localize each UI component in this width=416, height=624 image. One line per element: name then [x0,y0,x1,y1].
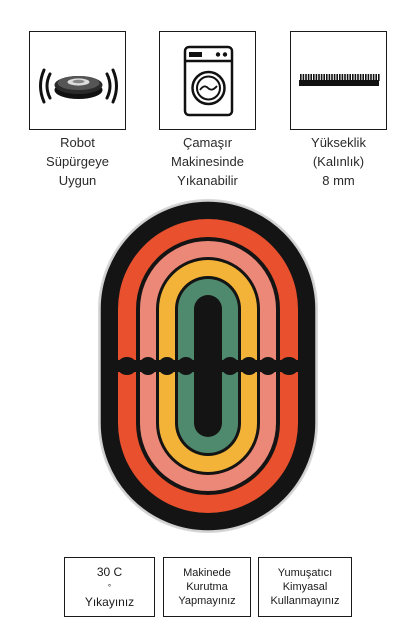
label-line: 8 mm [322,173,355,188]
care-line: Kimyasal [282,581,328,593]
oval-rug-image [98,199,318,533]
label-line: Yükseklik [311,135,366,150]
care-line: Makinede [183,567,231,579]
label-line: (Kalınlık) [312,154,365,169]
robot-vacuum-box [29,31,126,130]
wash-temperature-line: 30 C ° [97,565,122,595]
robot-vacuum-icon [39,68,118,104]
label-line: Çamaşır [182,135,233,150]
washing-machine-icon [183,45,234,117]
care-line: Yıkayınız [84,594,135,609]
no-softener-box: Yumuşatıcı Kimyasal Kullanmayınız [258,557,352,617]
care-line: Kurutma [186,581,228,593]
pile-height-icon [299,74,380,86]
care-line: Kullanmayınız [270,595,340,607]
washing-machine-box [159,31,256,130]
no-tumble-dry-box: Makinede Kurutma Yapmayınız [163,557,251,617]
label-line: Yıkanabilir [177,173,238,188]
label-line: Süpürgeye [46,154,109,169]
label-line: Uygun [58,173,97,188]
care-line: Yumuşatıcı [277,567,333,579]
washing-machine-label: Çamaşır Makinesinde Yıkanabilir [148,133,268,190]
wash-temperature-value: 30 C [96,564,123,579]
label-line: Robot [60,135,95,150]
wash-temperature-box: 30 C ° Yıkayınız [64,557,155,617]
degree-symbol: ° [107,582,112,592]
pile-height-label: Yükseklik (Kalınlık) 8 mm [279,133,399,190]
care-line: Yapmayınız [178,595,236,607]
robot-vacuum-label: Robot Süpürgeye Uygun [18,133,138,190]
label-line: Makinesinde [171,154,244,169]
pile-height-box [290,31,387,130]
